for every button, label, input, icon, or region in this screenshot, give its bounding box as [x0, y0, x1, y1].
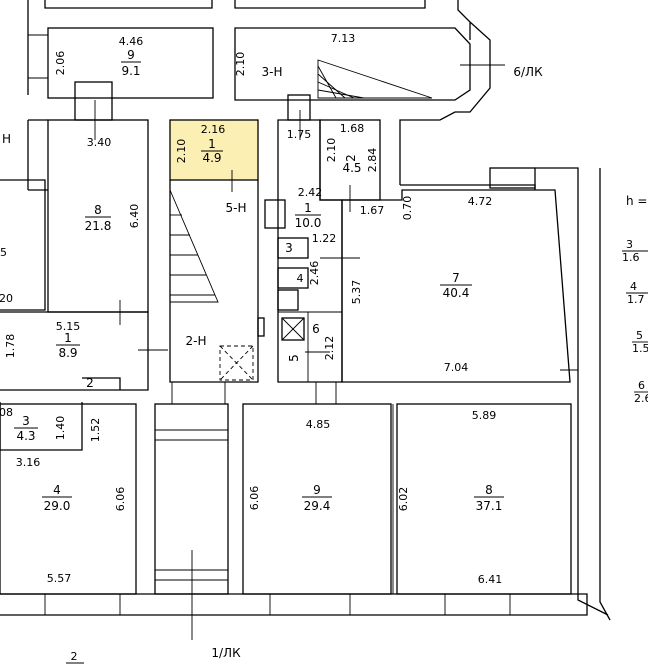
room-label: 3-Н	[262, 65, 283, 79]
room-area: 10.0	[295, 216, 322, 230]
dim: 2.42	[298, 186, 323, 199]
dim: 7.04	[444, 361, 469, 374]
dim: 3.16	[16, 456, 41, 469]
dim: 0.70	[401, 196, 414, 221]
dim: 3.40	[87, 136, 112, 149]
room-area: 29.4	[304, 499, 331, 513]
exit-label: 1/ЛК	[211, 646, 241, 660]
dim: 6.40	[128, 204, 141, 229]
dim: 2.06	[54, 51, 67, 76]
room-1-highlight[interactable]	[170, 120, 258, 180]
edge-label: h =	[626, 194, 647, 208]
room-number: 4	[297, 272, 304, 285]
room-9-top[interactable]	[47, 27, 214, 99]
room-area: 4.9	[202, 151, 221, 165]
dim: 1.52	[89, 418, 102, 443]
room-number: 4	[53, 483, 61, 497]
dim: 20	[0, 292, 13, 305]
edge-label: 1.7	[627, 293, 645, 306]
room-number: 9	[313, 483, 321, 497]
room-number: 8	[485, 483, 493, 497]
room-number: 9	[127, 48, 135, 62]
dim: 2.10	[325, 138, 338, 163]
room-number: 2	[71, 650, 78, 663]
room-3h[interactable]	[234, 27, 471, 101]
room-area: 21.8	[85, 219, 112, 233]
dim: 1.78	[4, 334, 17, 359]
room-number: 2	[344, 154, 358, 162]
room-number: 6	[312, 322, 320, 336]
room-area: 37.1	[476, 499, 503, 513]
room-area: 4.5	[342, 161, 361, 175]
dim: 5.37	[350, 280, 363, 305]
edge-label: Н	[2, 132, 11, 146]
corridor-1lk	[154, 403, 229, 595]
dim: 5.89	[472, 409, 497, 422]
room-label: 2-Н	[186, 334, 207, 348]
dim: 2.46	[308, 261, 321, 286]
edge-label: 3	[626, 238, 633, 251]
dim: 1.40	[54, 416, 67, 441]
edge-label: 1.5	[632, 342, 648, 355]
room-area: 29.0	[44, 499, 71, 513]
room-number: 1	[64, 331, 72, 345]
dim: 4.85	[306, 418, 331, 431]
dim: 6.41	[478, 573, 503, 586]
dim: 2.10	[234, 52, 247, 77]
dim: 6.06	[248, 486, 261, 511]
dim: 08	[0, 406, 13, 419]
room-area: 9.1	[121, 64, 140, 78]
dim: 2.84	[366, 148, 379, 173]
edge-label: 5	[636, 329, 643, 342]
room-number: 5	[287, 354, 301, 362]
room-number: 8	[94, 203, 102, 217]
dim: 2.16	[201, 123, 226, 136]
room-area: 8.9	[58, 346, 77, 360]
room-number: 1	[208, 137, 216, 151]
edge-label: 6	[638, 379, 645, 392]
dim: 4.46	[119, 35, 144, 48]
room-1-outline	[169, 119, 259, 181]
dim: 1.75	[287, 128, 312, 141]
dim: 2.12	[323, 336, 336, 361]
dim: 1.68	[340, 122, 365, 135]
dim: 1.22	[312, 232, 337, 245]
room-area: 40.4	[443, 286, 470, 300]
dim: 4.72	[468, 195, 493, 208]
room-number: 7	[452, 271, 460, 285]
dim: 2.10	[175, 139, 188, 164]
room-number: 1	[304, 201, 312, 215]
room-7[interactable]	[341, 189, 571, 383]
top-walls	[27, 0, 471, 190]
room-number: 3	[22, 414, 30, 428]
dim: 5.57	[47, 572, 72, 585]
room-number: 3	[285, 241, 293, 255]
dim: 1.67	[360, 204, 385, 217]
dim: 5.15	[56, 320, 81, 333]
exit-label: 6/ЛК	[513, 65, 543, 79]
edge-label: 5	[0, 246, 7, 259]
dim: 6.06	[114, 487, 127, 512]
room-label: 5-Н	[226, 201, 247, 215]
edge-label: 1.6	[622, 251, 640, 264]
edge-label: 2.6	[634, 392, 648, 405]
dim: 6.02	[397, 487, 410, 512]
dim: 7.13	[331, 32, 356, 45]
window-top	[74, 81, 113, 121]
edge-label: 4	[630, 280, 637, 293]
room-number: 2	[86, 376, 94, 390]
room-3-left[interactable]	[0, 402, 83, 451]
room-area: 4.3	[16, 429, 35, 443]
